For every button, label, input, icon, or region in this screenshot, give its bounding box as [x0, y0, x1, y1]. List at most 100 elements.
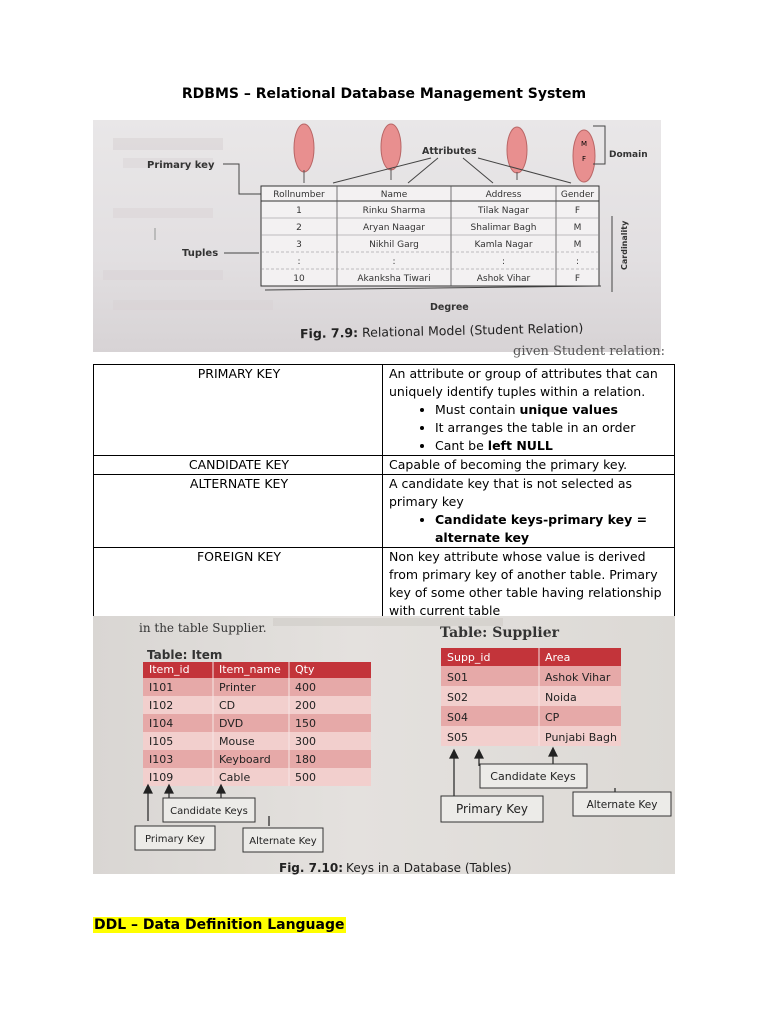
table-cell: I109: [149, 771, 173, 784]
table-cell: 10: [293, 274, 305, 284]
table-row: [441, 666, 621, 686]
table-cell: 200: [295, 699, 316, 712]
table-row: [441, 706, 621, 726]
table-row: FOREIGN KEY Non key attribute whose valu…: [93, 547, 675, 621]
table-cell: :: [502, 257, 505, 267]
table-header-bg: [441, 648, 621, 666]
table-cell: Printer: [219, 681, 256, 694]
candidate-key-description: Capable of becoming the primary key.: [382, 455, 675, 475]
table-cell: Aryan Naagar: [363, 223, 425, 233]
leaf-icons: [293, 123, 596, 183]
table-cell: 1: [296, 206, 302, 216]
degree-label: Degree: [430, 302, 469, 313]
table-cell: S05: [447, 731, 468, 744]
candidate-key-term: CANDIDATE KEY: [93, 455, 383, 475]
table-row: [143, 750, 371, 768]
table-cell: 500: [295, 771, 316, 784]
tuples-label: Tuples: [182, 248, 218, 259]
foreign-key-description: Non key attribute whose value is derived…: [382, 547, 675, 621]
list-item: Must contain unique values: [435, 401, 670, 419]
column-header: Item_id: [149, 663, 190, 676]
table-cell: S02: [447, 691, 468, 704]
column-header: Supp_id: [447, 651, 490, 664]
table-cell: F: [575, 206, 580, 216]
primary-key-box: [134, 825, 216, 851]
candidate-keys-box: [479, 763, 588, 789]
table-cell: I103: [149, 753, 173, 766]
table-cell: I104: [149, 717, 173, 730]
leaf-icon: [380, 123, 402, 171]
table-row: [143, 696, 371, 714]
table-cell: F: [575, 274, 580, 284]
table-cell: DVD: [219, 717, 243, 730]
alternate-key-description: A candidate key that is not selected as …: [389, 476, 633, 509]
domain-label: Domain: [609, 150, 648, 160]
column-header: Qty: [295, 663, 315, 676]
table-cell: Noida: [545, 691, 577, 704]
primary-key-description: An attribute or group of attributes that…: [389, 366, 658, 399]
item-table-title: Table: Item: [147, 648, 222, 662]
attribute-arrows: [332, 157, 572, 184]
table-row: [143, 732, 371, 750]
supplier-table-title: Table: Supplier: [440, 625, 560, 641]
table-row: [143, 768, 371, 786]
list-item: Candidate keys-primary key = alternate k…: [435, 511, 670, 547]
alternate-key-term: ALTERNATE KEY: [93, 474, 383, 548]
table-row: CANDIDATE KEY Capable of becoming the pr…: [93, 455, 675, 475]
table-cell: :: [576, 257, 579, 267]
keys-in-database-diagram: in the table Supplier. Table: Item Table…: [134, 618, 672, 875]
primary-key-term: PRIMARY KEY: [93, 364, 383, 456]
domain-value-f: F: [582, 155, 586, 163]
primary-key-definition: An attribute or group of attributes that…: [382, 364, 675, 456]
table-cell: Ashok Vihar: [477, 274, 531, 284]
table-cell: CD: [219, 699, 235, 712]
alternate-key-box: [572, 791, 672, 817]
primary-key-label: Primary key: [147, 160, 215, 171]
table-frame: [260, 185, 600, 287]
table-cell: 300: [295, 735, 316, 748]
table-cell: S04: [447, 711, 468, 724]
leaf-icon: [293, 123, 315, 173]
table-cell: Kamla Nagar: [474, 240, 532, 250]
table-header-bg: [143, 662, 371, 678]
column-header: Address: [486, 190, 522, 200]
table-cell: M: [574, 240, 582, 250]
document-title: RDBMS – Relational Database Management S…: [181, 86, 587, 102]
cardinality-label: Cardinality: [620, 220, 629, 270]
column-header: Name: [381, 190, 408, 200]
figure2-caption: Fig. 7.10:Keys in a Database (Tables): [279, 861, 512, 875]
table-cell: :: [392, 257, 395, 267]
column-header: Rollnumber: [273, 190, 325, 200]
table-row: [143, 678, 371, 696]
keys-in-database-figure: in the table Supplier. Table: Item Table…: [93, 616, 675, 875]
table-cell: M: [574, 223, 582, 233]
table-cell: :: [297, 257, 300, 267]
column-header: Gender: [561, 190, 594, 200]
supplier-candidate-keys-label: Candidate Keys: [490, 770, 576, 783]
item-candidate-keys-label: Candidate Keys: [170, 806, 248, 817]
domain-value-m: M: [581, 140, 587, 148]
supplier-key-arrows: [449, 746, 616, 798]
table-row: [143, 714, 371, 732]
alternate-key-definition: A candidate key that is not selected as …: [382, 474, 675, 548]
table-cell: S01: [447, 671, 468, 684]
keys-table: PRIMARY KEY An attribute or group of att…: [93, 364, 675, 621]
supplier-primary-key-label: Primary Key: [456, 802, 528, 816]
table-cell: Nikhil Garg: [369, 240, 419, 250]
supplier-alternate-key-label: Alternate Key: [587, 799, 658, 811]
table-cell: Shalimar Bagh: [471, 223, 537, 233]
table-cell: Punjabi Bagh: [545, 731, 617, 744]
column-header: Area: [545, 651, 570, 664]
ddl-heading: DDL – Data Definition Language: [93, 917, 346, 933]
item-alternate-key-label: Alternate Key: [249, 836, 317, 847]
table-cell: 3: [296, 240, 302, 250]
table-cell: Cable: [219, 771, 250, 784]
leaf-icon: [572, 129, 596, 183]
table-cell: 400: [295, 681, 316, 694]
table-cell: 180: [295, 753, 316, 766]
table-cell: Keyboard: [219, 753, 271, 766]
candidate-keys-box: [162, 797, 256, 823]
table-row: [441, 726, 621, 746]
item-primary-key-label: Primary Key: [145, 834, 205, 845]
